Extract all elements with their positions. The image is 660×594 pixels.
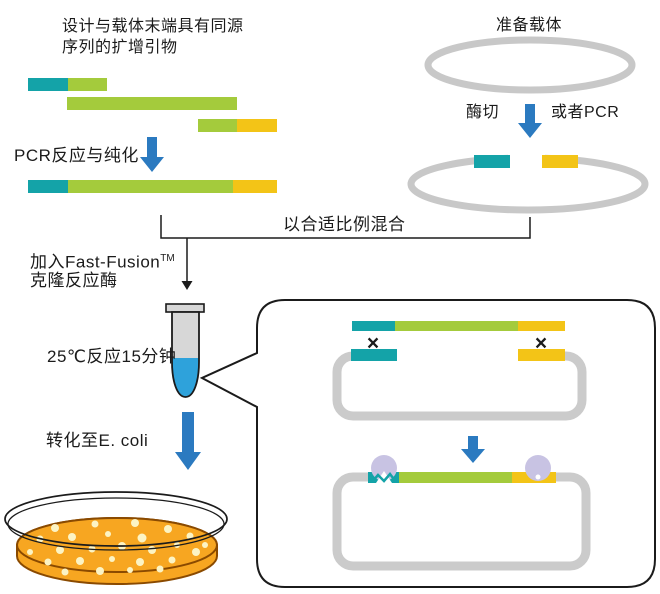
colony-dot (96, 567, 104, 575)
open-vector-teal-end (351, 349, 397, 361)
design-primers-title-line2: 序列的扩增引物 (62, 39, 178, 56)
tube-liquid (172, 358, 199, 397)
colony-dot (51, 524, 59, 532)
design-primers-title-line1: 设计与载体末端具有同源 (62, 18, 244, 35)
product-teal-end (28, 180, 68, 193)
transform-label: 转化至E. coli (46, 431, 149, 450)
fusion-enzyme-left-icon (371, 455, 397, 483)
tube-cap (165, 303, 205, 313)
primer-fragment-bars (28, 78, 277, 132)
panel-assembled-vector (332, 455, 591, 571)
insert-green-body (395, 321, 518, 331)
colony-dot (164, 525, 172, 533)
assembled-green-insert (399, 472, 512, 483)
fragment1-teal-end (28, 78, 68, 91)
enzyme-right-dot (535, 474, 541, 480)
colony-layer (27, 519, 208, 576)
fragment3-yellow-end (237, 119, 277, 132)
fusion-down-arrow-icon (461, 436, 485, 463)
open-vector-yellow-end (518, 349, 565, 361)
vector-teal-end (474, 155, 510, 168)
product-green-body (68, 180, 233, 193)
colony-dot (136, 558, 144, 566)
or-pcr-label: 或者PCR (551, 104, 620, 121)
enzyme-left-notch (376, 471, 392, 483)
digest-down-arrow-icon (518, 104, 542, 138)
colony-dot (105, 531, 111, 537)
prepare-vector-label: 准备载体 (496, 17, 563, 34)
reaction-detail-callout-panel (199, 299, 656, 588)
microtube-icon (165, 303, 205, 398)
vector-yellow-end (542, 155, 578, 168)
colony-dot (148, 546, 156, 554)
colony-dot (127, 567, 133, 573)
colony-dot (186, 532, 194, 540)
add-enzyme-label-line1: 加入Fast-FusionTM (30, 248, 175, 273)
colony-dot (56, 546, 64, 554)
plasmid-gap-mask (508, 152, 545, 168)
colony-dot (91, 520, 99, 528)
colony-dot (137, 533, 147, 543)
colony-dot (44, 558, 52, 566)
colony-dot (76, 557, 84, 565)
colony-dot (192, 548, 200, 556)
colony-dot (109, 556, 115, 562)
colony-dot (27, 549, 33, 555)
colony-dot (202, 542, 208, 548)
fragment3-green (198, 119, 237, 132)
enzyme-right-body (525, 455, 551, 481)
colony-dot (168, 556, 176, 564)
trademark-sup: TM (160, 253, 175, 264)
incubate-label: 25℃反应15分钟 (47, 347, 177, 366)
fragment2-green (67, 97, 237, 110)
linearized-plasmid-icon (407, 152, 649, 214)
mix-thin-arrow-icon (181, 238, 193, 290)
digest-label: 酶切 (466, 104, 500, 121)
add-enzyme-label-line2: 克隆反应酶 (30, 271, 118, 290)
panel-open-vector-ring (332, 349, 587, 421)
fusion-enzyme-right-icon (525, 455, 551, 481)
dish-rim-outer (4, 491, 228, 547)
mix-ratio-label: 以合适比例混合 (283, 215, 406, 234)
merge-bracket-line (160, 215, 531, 239)
colony-dot (61, 568, 69, 576)
panel-insert-bar (352, 321, 565, 331)
dish-rim-inner (7, 497, 225, 551)
colony-dot (131, 519, 139, 527)
colony-dot (68, 533, 76, 541)
fragment1-green (68, 78, 107, 91)
pcr-product-bar (28, 180, 277, 193)
pcr-down-arrow-icon (140, 137, 164, 172)
enzyme-left-zigzag (371, 472, 397, 483)
add-enzyme-text: 加入Fast-Fusion (30, 252, 161, 272)
colony-dot (156, 565, 164, 573)
mix-arrow-head (181, 281, 193, 290)
tube-outline (171, 311, 200, 398)
pcr-purify-label: PCR反应与纯化 (14, 146, 139, 165)
open-vector-gap-mask (397, 349, 518, 362)
petri-dish-icon (4, 491, 228, 585)
transform-down-arrow-icon (175, 412, 201, 470)
circular-plasmid-icon (424, 36, 636, 94)
product-yellow-end (233, 180, 277, 193)
insert-yellow-end (518, 321, 565, 331)
insert-teal-end (352, 321, 395, 331)
